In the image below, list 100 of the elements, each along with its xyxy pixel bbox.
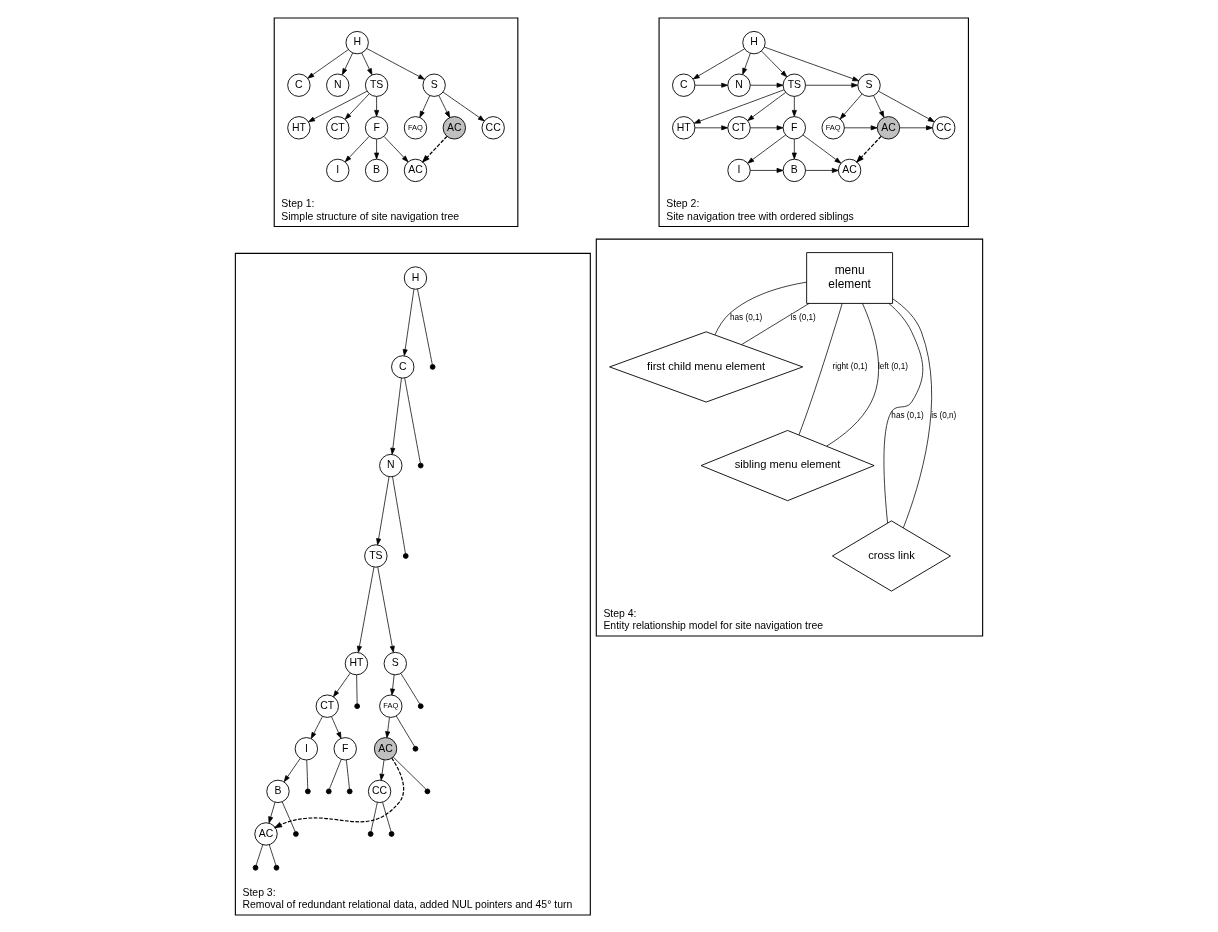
arrow	[805, 167, 839, 173]
node-dot	[417, 702, 424, 709]
arrow	[308, 90, 368, 122]
node-circle: CT	[326, 115, 350, 139]
arrow	[344, 93, 370, 120]
connector	[306, 759, 309, 789]
arrow	[761, 50, 788, 77]
node-circle: F	[333, 736, 357, 760]
node-circle: C	[672, 73, 696, 97]
node-circle: HT	[672, 115, 696, 139]
arrow	[899, 124, 933, 130]
edge-label: is (0,n)	[931, 410, 957, 420]
arrow	[421, 135, 448, 163]
arrow	[791, 138, 797, 159]
node-circle: F	[364, 115, 389, 139]
node-dot	[305, 788, 311, 794]
arrow	[402, 288, 415, 356]
node-circle: B	[266, 779, 290, 803]
node-circle: N	[727, 73, 751, 97]
edge-label: right (0,1)	[832, 361, 868, 371]
node-dot	[402, 552, 409, 559]
node-diamond: sibling menu element	[700, 429, 875, 501]
arrow	[419, 94, 431, 118]
arrow	[694, 124, 729, 130]
arrow	[749, 82, 784, 88]
node-circle: I	[294, 736, 318, 760]
node-circle: B	[782, 158, 806, 182]
arrow	[383, 135, 409, 162]
arrow	[749, 167, 784, 173]
arrow	[839, 93, 863, 119]
arrow	[878, 90, 935, 122]
node-circle: CC	[481, 115, 505, 139]
node-circle: TS	[364, 73, 389, 97]
edge-label: has (0,1)	[729, 312, 763, 322]
node-circle: B	[364, 158, 389, 182]
arrow	[307, 48, 349, 79]
arrow	[747, 134, 787, 164]
arrow	[331, 715, 342, 739]
node-dot	[412, 745, 419, 752]
node-circle: I	[727, 158, 751, 182]
arrow	[855, 135, 882, 163]
edge-label: is (0,1)	[790, 312, 816, 322]
node-circle: TS	[364, 543, 388, 568]
node-circle: H	[403, 265, 428, 290]
arrow	[438, 94, 451, 118]
node-circle: N	[379, 453, 403, 477]
arrow	[802, 134, 842, 164]
node-circle: S	[383, 651, 407, 675]
connector	[892, 297, 932, 528]
node-circle: S	[422, 73, 446, 97]
node-dot	[293, 830, 299, 837]
arrow	[873, 94, 885, 118]
arrow	[283, 757, 301, 782]
connector	[268, 844, 277, 866]
node-circle: H	[742, 30, 766, 54]
node-circle: HT	[344, 651, 369, 675]
arrow	[344, 135, 370, 162]
node-dot	[367, 830, 374, 837]
connector	[798, 302, 843, 435]
node-circle: TS	[782, 73, 806, 97]
connector	[826, 302, 879, 446]
connector	[400, 672, 421, 704]
connector	[392, 476, 406, 554]
arrow	[844, 124, 878, 130]
node-circle: I	[326, 158, 350, 182]
node-circle: CC	[932, 115, 956, 139]
node-dot	[273, 864, 280, 871]
arrow	[694, 82, 729, 88]
node-circle: HT	[287, 115, 311, 139]
arrow	[366, 47, 425, 80]
connector	[281, 801, 296, 832]
arrow	[268, 801, 276, 823]
arrow	[374, 95, 380, 117]
node-circle: H	[345, 30, 369, 54]
arrow	[390, 377, 402, 455]
arrow	[273, 757, 405, 828]
arrow	[791, 95, 797, 117]
node-circle: AC	[837, 158, 862, 182]
connector	[395, 715, 415, 747]
node-box: menu element	[806, 251, 894, 304]
arrow	[379, 759, 385, 780]
node-dot	[424, 788, 431, 794]
node-circle: AC	[403, 158, 428, 182]
node-circle: CC	[367, 779, 392, 803]
node-diamond: cross link	[831, 519, 951, 592]
node-dot	[417, 462, 424, 468]
arrow	[692, 48, 745, 79]
arrow	[377, 566, 395, 653]
connector	[329, 758, 342, 789]
arrow	[342, 52, 354, 75]
arrow	[442, 91, 485, 121]
arrow	[376, 476, 390, 545]
connector	[346, 759, 350, 789]
arrow	[310, 715, 323, 739]
node-circle: C	[287, 73, 311, 97]
edge-label: has (0,1)	[891, 410, 924, 420]
node-circle: AC	[373, 736, 398, 760]
arrow	[385, 716, 391, 738]
node-dot	[252, 864, 259, 871]
node-circle: C	[391, 354, 415, 379]
